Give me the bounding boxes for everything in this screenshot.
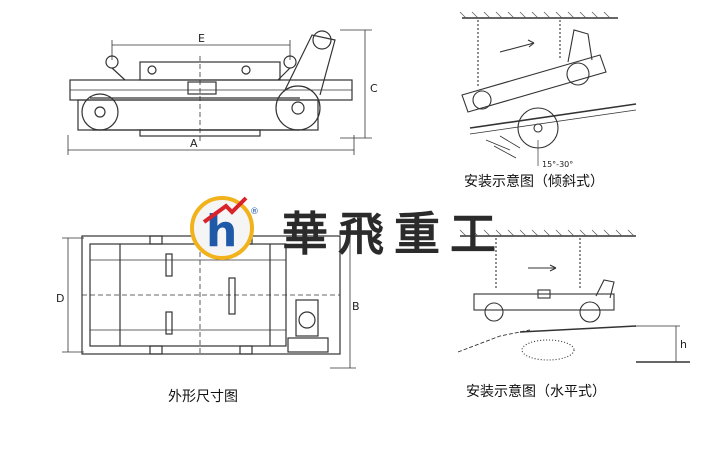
dim-label-c: C xyxy=(370,82,378,95)
dim-label-h: h xyxy=(680,338,687,351)
dim-label-a: A xyxy=(190,137,198,150)
dim-label-d: D xyxy=(56,292,64,305)
caption-install-horizontal: 安装示意图（水平式） xyxy=(466,383,606,400)
logo-company-name: 華飛重工 xyxy=(282,207,506,261)
side-view-drawing xyxy=(67,29,372,155)
logo-ring-icon xyxy=(190,196,254,260)
horizontal-install-drawing xyxy=(457,229,690,363)
dim-label-e: E xyxy=(198,32,205,45)
dim-label-b: B xyxy=(352,300,360,313)
logo-registered-mark: ® xyxy=(250,207,259,217)
caption-install-inclined: 安装示意图（倾斜式） xyxy=(464,173,604,190)
company-logo: h ® 華飛重工 xyxy=(190,196,506,261)
logo-arrow-icon xyxy=(202,196,248,224)
caption-dimension-drawing: 外形尺寸图 xyxy=(168,389,238,405)
inclined-install-drawing xyxy=(459,11,637,166)
dim-label-angle: 15°-30° xyxy=(542,160,573,169)
